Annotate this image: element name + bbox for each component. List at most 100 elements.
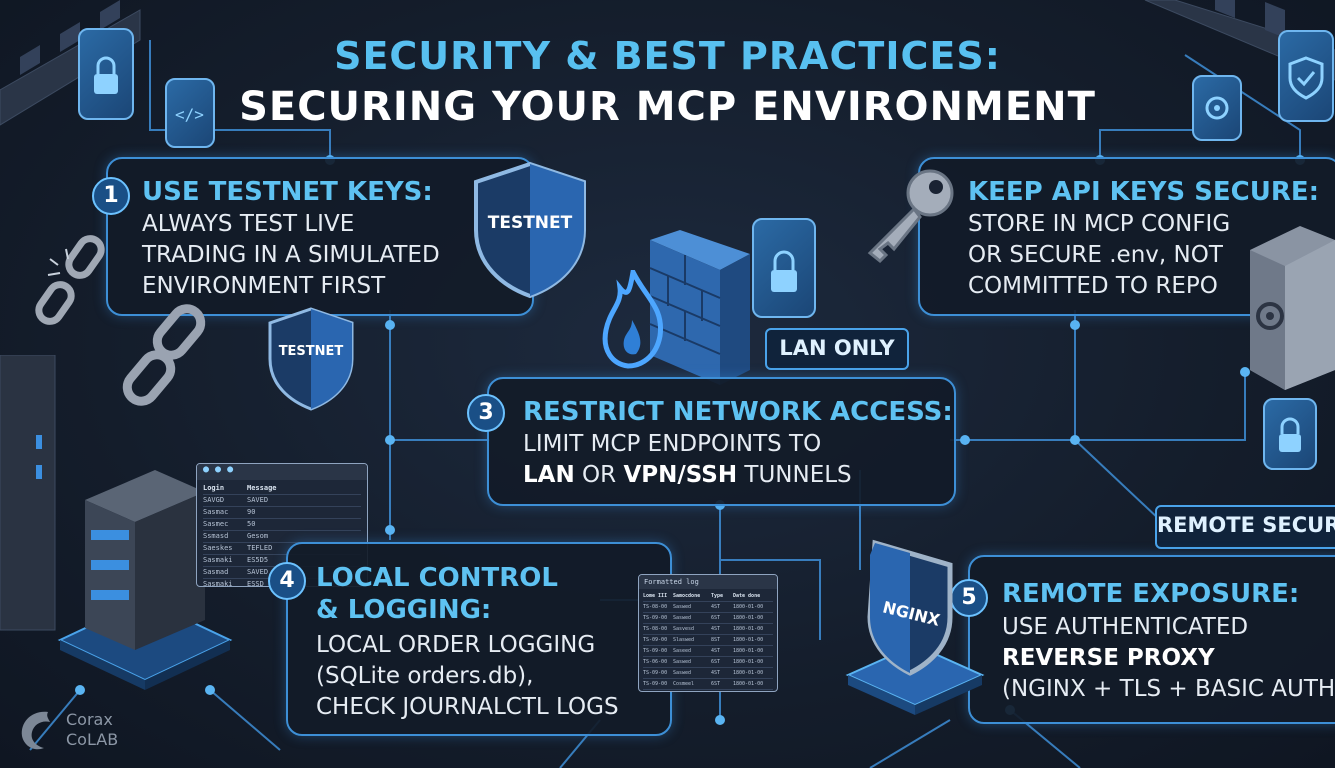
step-heading-1: USE TESTNET KEYS: bbox=[142, 177, 433, 207]
log-right-cell: Saswed bbox=[673, 604, 692, 610]
step-number-4: 4 bbox=[268, 562, 306, 600]
log-left-cell: SAVED bbox=[247, 496, 269, 504]
step-number-3: 3 bbox=[467, 394, 505, 432]
log-right-cell: 1800-01-00 bbox=[733, 681, 764, 687]
lock-icon-mid bbox=[752, 218, 816, 318]
step-5-line-2: REVERSE PROXY bbox=[1002, 643, 1335, 674]
remote-secure-tag: REMOTE SECURE bbox=[1155, 505, 1335, 549]
log-right-cell: Cosmeel bbox=[673, 681, 695, 687]
step-body-5: USE AUTHENTICATED REVERSE PROXY (NGINX +… bbox=[1002, 612, 1335, 705]
gear-shield-icon bbox=[1192, 75, 1242, 141]
log-left-cell: ESSD bbox=[247, 580, 264, 587]
step-4-line-3: CHECK JOURNALCTL LOGS bbox=[316, 694, 619, 720]
step-1-line-3: ENVIRONMENT FIRST bbox=[142, 273, 386, 299]
step-card-3: 3 RESTRICT NETWORK ACCESS: LIMIT MCP END… bbox=[467, 377, 956, 506]
step-number-1: 1 bbox=[92, 177, 130, 215]
step-2-line-1: STORE IN MCP CONFIG bbox=[968, 211, 1231, 237]
lan-bold: LAN bbox=[523, 462, 575, 488]
window-dots: ● ● ● bbox=[197, 464, 367, 480]
log-left-cell: Sasmac bbox=[203, 508, 229, 516]
brand-line-2: CoLAB bbox=[66, 730, 119, 749]
log-right-cell: 4ST bbox=[711, 648, 721, 654]
testnet-label-small: TESTNET bbox=[279, 344, 344, 359]
log-right-cell: 1800-01-00 bbox=[733, 626, 764, 632]
code-icon: </> bbox=[165, 78, 215, 148]
log-right-cell: TS-09-00 bbox=[643, 681, 668, 687]
step-1-line-2: TRADING IN A SIMULATED bbox=[142, 242, 440, 268]
log-right-cell: Saseed bbox=[673, 648, 692, 654]
log-right-cell: 1800-01-00 bbox=[733, 670, 764, 676]
log-right-cell: Saswed bbox=[673, 670, 692, 676]
log-left-cell: SAVED bbox=[247, 568, 269, 576]
chain-icon bbox=[122, 304, 206, 406]
lock-icon-right bbox=[1263, 398, 1317, 470]
firewall-icon bbox=[649, 230, 750, 385]
log-right-cell: TS-09-00 bbox=[643, 615, 668, 621]
nginx-shield-icon: NGINX bbox=[845, 539, 985, 715]
shield-icon-testnet-large: TESTNET bbox=[474, 161, 586, 299]
log-left-row: Sasmaki ESSD bbox=[203, 579, 361, 587]
server-icon bbox=[57, 470, 233, 690]
log-right-cell: 4ST bbox=[711, 604, 721, 610]
server-rack-left bbox=[0, 355, 56, 631]
log-right-cell: 8ST bbox=[711, 637, 721, 643]
shield-icon-testnet-small: TESTNET bbox=[268, 307, 354, 411]
vpn-ssh-bold: VPN/SSH bbox=[623, 462, 738, 488]
tunnels-text: TUNNELS bbox=[737, 462, 852, 488]
step-1-line-1: ALWAYS TEST LIVE bbox=[142, 211, 355, 237]
log-left-cell: Message bbox=[247, 484, 277, 492]
log-right-row: TS-09-00 Saswed 4ST 1800-01-00 bbox=[643, 668, 773, 679]
step-card-4: 4 LOCAL CONTROL & LOGGING: LOCAL ORDER L… bbox=[268, 542, 672, 736]
log-left-cell: Sasmad bbox=[203, 568, 229, 576]
log-left-cell: Sasmaki bbox=[203, 556, 233, 564]
safe-icon bbox=[1250, 226, 1335, 390]
step-5-line-3: (NGINX + TLS + BASIC AUTH) bbox=[1002, 676, 1335, 702]
step-body-4: LOCAL ORDER LOGGING (SQLite orders.db), … bbox=[316, 630, 619, 723]
log-left-cell: SAVGD bbox=[203, 496, 225, 504]
log-left-cell: Sasmec bbox=[203, 520, 229, 528]
log-right-cell: TS-08-00 bbox=[643, 604, 668, 610]
log-right-cell: 1800-01-00 bbox=[733, 659, 764, 665]
log-left-row: SAVGD SAVED bbox=[203, 495, 361, 507]
step-3-line-2: LAN OR VPN/SSH TUNNELS bbox=[523, 460, 852, 491]
log-left-row: Sasmec 50 bbox=[203, 519, 361, 531]
title-line-1: SECURITY & BEST PRACTICES: bbox=[334, 34, 1001, 78]
reverse-proxy-bold: REVERSE PROXY bbox=[1002, 645, 1215, 671]
log-table-right-title: Formatted log bbox=[639, 575, 777, 589]
log-right-cell: Saswed bbox=[673, 659, 692, 665]
log-right-cell: 4ST bbox=[711, 670, 721, 676]
log-right-cell: 1800-01-00 bbox=[733, 637, 764, 643]
step-body-2: STORE IN MCP CONFIG OR SECURE .env, NOT … bbox=[968, 209, 1230, 302]
log-left-cell: Sasmaki bbox=[203, 580, 233, 587]
lock-icon bbox=[78, 28, 134, 120]
log-left-cell: Saeskes bbox=[203, 544, 233, 552]
title-line-2: SECURING YOUR MCP ENVIRONMENT bbox=[239, 84, 1096, 130]
log-right-cell: 6ST bbox=[711, 615, 721, 621]
log-left-cell: Gesom bbox=[247, 532, 269, 540]
log-left-cell: 50 bbox=[247, 520, 256, 528]
step-4-heading-line-1: LOCAL CONTROL bbox=[316, 563, 558, 593]
log-right-cell: 1800-01-00 bbox=[733, 604, 764, 610]
step-heading-4: LOCAL CONTROL & LOGGING: bbox=[316, 562, 558, 626]
log-right-cell: TS-08-00 bbox=[643, 626, 668, 632]
log-right-cell: TS-09-00 bbox=[643, 670, 668, 676]
log-right-cell: TS-09-00 bbox=[643, 637, 668, 643]
log-right-row: TS-08-00 Saswed 4ST 1800-01-00 bbox=[643, 602, 773, 613]
step-body-3: LIMIT MCP ENDPOINTS TO LAN OR VPN/SSH TU… bbox=[523, 429, 852, 491]
or-text: OR bbox=[574, 462, 624, 488]
shield-check-icon bbox=[1278, 30, 1334, 122]
svg-text:</>: </> bbox=[175, 105, 204, 124]
brand-line-1: Corax bbox=[66, 710, 113, 729]
broken-chain-icon bbox=[35, 235, 105, 325]
log-right-cell: Saswed bbox=[673, 615, 692, 621]
step-heading-3: RESTRICT NETWORK ACCESS: bbox=[523, 397, 953, 427]
step-5-line-1: USE AUTHENTICATED bbox=[1002, 614, 1249, 640]
step-4-line-2: (SQLite orders.db), bbox=[316, 663, 534, 689]
